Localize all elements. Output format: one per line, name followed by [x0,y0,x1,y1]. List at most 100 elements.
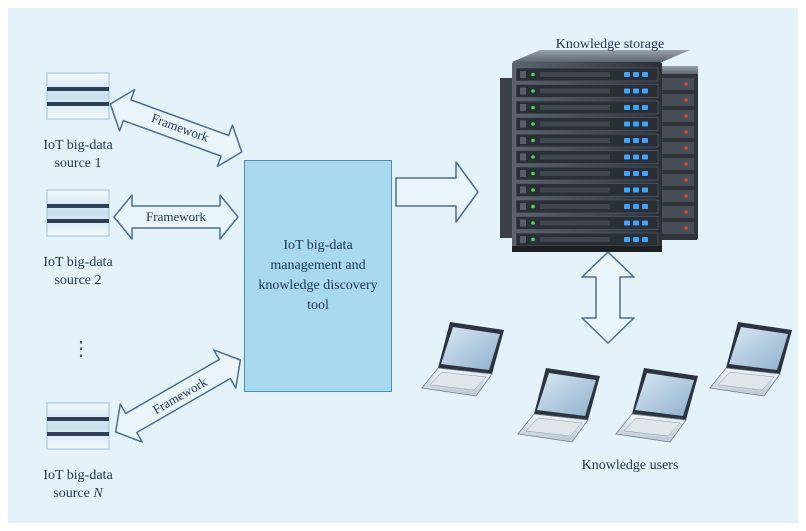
server-back-led [684,82,688,86]
framework-arrow-1 [109,88,243,168]
knowledge-storage-label: Knowledge storage [555,37,665,52]
server-back-led [684,162,688,166]
server-led-green [531,122,535,126]
server-back-led [684,210,688,214]
source-n-line2: source N [23,485,133,503]
server-led-blue [633,105,639,110]
laptop-keyboard [525,417,583,437]
server-led-blue [642,171,648,176]
framework-arrow-2 [113,194,239,240]
laptop-icon [709,322,792,397]
server-led-blue [624,237,630,242]
server-led-blue [624,220,630,226]
server-unit-slot [540,72,610,77]
server-led-blue [642,105,648,110]
server-back-led [684,146,688,150]
server-led-blue [633,138,639,143]
server-led-blue [624,171,630,176]
server-led-green [531,237,535,242]
server-led-blue [624,204,630,209]
data-source-n-icon [46,402,110,450]
server-led-blue [633,171,639,176]
source-2-label: IoT big-data source 2 [23,254,133,290]
laptop-screen [729,327,788,370]
server-back-led [684,130,688,134]
source-1-label: IoT big-data source 1 [23,137,133,173]
server-led-blue [624,154,630,160]
server-back-led [684,194,688,198]
laptop-screen [537,373,596,416]
server-led-blue [642,187,648,193]
server-led-green [531,171,535,176]
server-led-blue [624,88,630,94]
source-1-line2: source 1 [54,156,102,171]
server-led-blue [633,88,639,94]
server-unit-slot [540,105,610,110]
server-unit-slot [540,121,610,127]
server-back-led [684,226,688,230]
server-unit-bay [520,137,526,144]
discovery-tool-box: IoT big-data management and knowledge di… [244,160,392,392]
server-led-blue [642,121,648,127]
server-unit-slot [540,220,610,226]
server-unit-bay [520,186,526,194]
server-led-blue [633,237,639,242]
server-unit-slot [540,187,610,193]
server-led-blue [642,220,648,226]
server-led-green [531,188,535,192]
server-led-blue [624,121,630,127]
laptop-icon [517,368,600,443]
server-rack-base [512,246,662,252]
server-led-blue [633,204,639,209]
laptop-keyboard [623,417,681,437]
server-led-blue [642,138,648,143]
laptop-screen [441,327,500,370]
server-led-blue [624,72,630,77]
server-led-blue [642,72,648,77]
server-rack-icon [500,50,698,252]
server-unit-bay [520,170,526,177]
server-unit-slot [540,204,610,209]
server-led-green [531,155,535,159]
laptops-group [421,322,792,443]
source-ellipsis: ⋮ [71,338,91,360]
server-unit-bay [520,120,526,128]
laptop-icon [615,368,698,443]
server-rack-top [512,50,690,62]
server-unit-bay [520,203,526,210]
framework-label-2: Framework [146,209,206,224]
server-led-blue [642,88,648,94]
server-led-green [531,105,535,110]
server-unit-bay [520,87,526,95]
server-led-green [531,221,535,225]
server-led-blue [624,187,630,193]
server-back-led [684,98,688,102]
server-led-green [531,89,535,93]
server-unit-bay [520,219,526,227]
server-unit-bay [520,236,526,243]
server-back-led [684,114,688,118]
source-2-line2: source 2 [54,273,102,288]
laptop-icon [421,322,504,397]
server-led-blue [642,204,648,209]
server-led-blue [633,154,639,160]
server-unit-slot [540,138,610,143]
laptop-keyboard [717,371,775,391]
server-led-blue [633,220,639,226]
source-1-line1: IoT big-data [43,138,113,153]
laptop-keyboard [429,371,487,391]
server-led-blue [633,72,639,77]
source-n-index: N [93,486,103,501]
knowledge-users-label: Knowledge users [581,458,679,473]
data-source-1-icon [46,72,110,120]
framework-arrow-n [114,349,242,443]
discovery-tool-label: IoT big-data management and knowledge di… [258,238,378,313]
server-unit-slot [540,171,610,176]
server-unit-bay [520,153,526,161]
server-led-blue [624,105,630,110]
source-n-line2-text: source [53,486,94,501]
laptop-screen [635,373,694,416]
server-led-green [531,72,535,77]
server-led-blue [642,237,648,242]
